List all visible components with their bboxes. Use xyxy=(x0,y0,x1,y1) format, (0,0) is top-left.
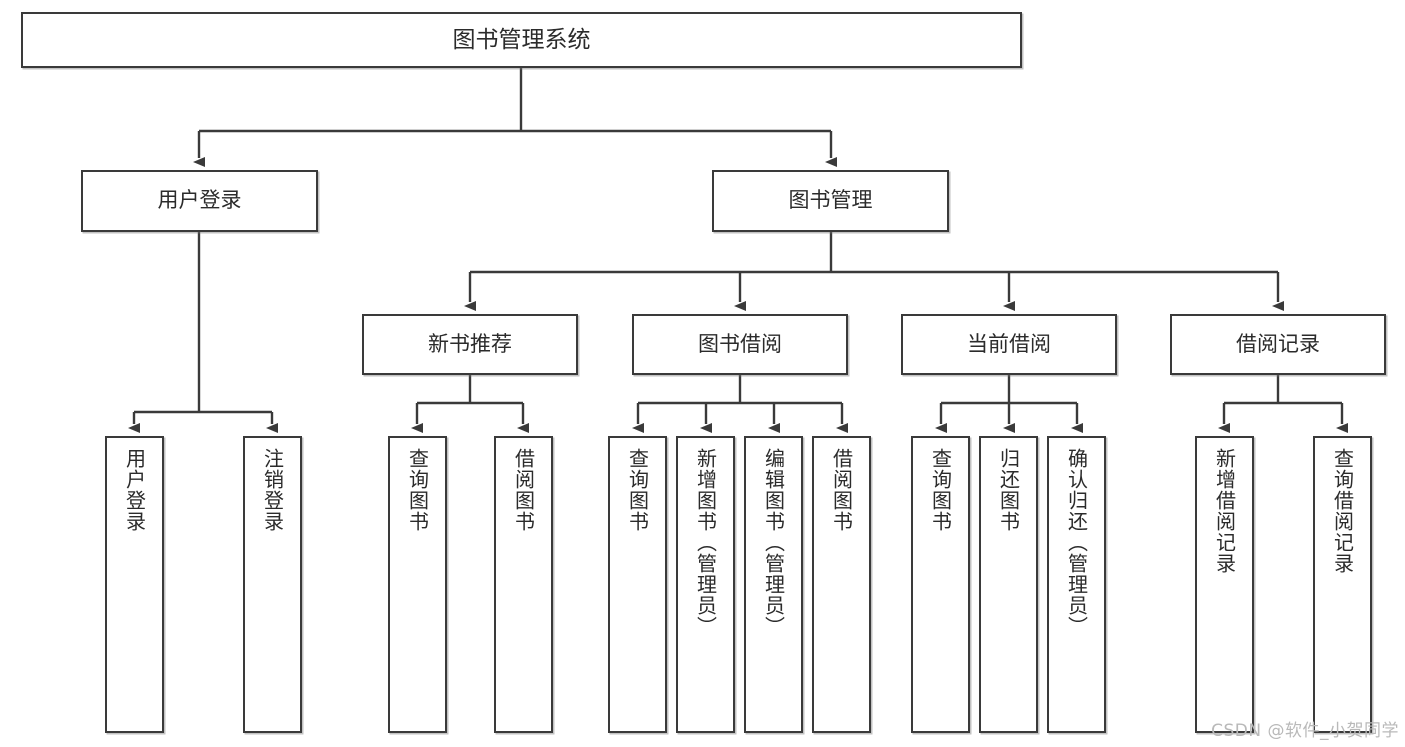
node-user-login[interactable]: 用户登录 xyxy=(81,170,318,232)
leaf-borrow-book-borrow[interactable]: 借阅图书 xyxy=(812,436,871,733)
node-label: 用户登录 xyxy=(122,448,147,532)
node-current-borrow[interactable]: 当前借阅 xyxy=(901,314,1117,375)
leaf-borrow-book-recommend[interactable]: 借阅图书 xyxy=(494,436,553,733)
node-label: 查询借阅记录 xyxy=(1330,448,1355,574)
node-label: 新书推荐 xyxy=(428,331,512,356)
leaf-query-borrow-record[interactable]: 查询借阅记录 xyxy=(1313,436,1372,733)
node-label: 编辑图书（管理员） xyxy=(761,448,786,637)
node-label: 归还图书 xyxy=(996,448,1021,532)
leaf-query-book-borrow[interactable]: 查询图书 xyxy=(608,436,667,733)
leaf-edit-book-admin[interactable]: 编辑图书（管理员） xyxy=(744,436,803,733)
node-label: 借阅图书 xyxy=(511,448,536,532)
node-label: 图书管理系统 xyxy=(452,26,591,53)
node-label: 图书借阅 xyxy=(698,331,782,356)
node-label: 借阅图书 xyxy=(829,448,854,532)
node-system-title[interactable]: 图书管理系统 xyxy=(21,12,1022,68)
node-label: 查询图书 xyxy=(625,448,650,532)
leaf-return-book[interactable]: 归还图书 xyxy=(979,436,1038,733)
node-label: 图书管理 xyxy=(788,188,873,213)
node-label: 查询图书 xyxy=(405,448,430,532)
node-new-book-recommend[interactable]: 新书推荐 xyxy=(362,314,578,375)
node-label: 确认归还（管理员） xyxy=(1064,448,1089,637)
node-book-management[interactable]: 图书管理 xyxy=(712,170,949,232)
csdn-watermark: CSDN @软件_小贺同学 xyxy=(1211,721,1399,741)
node-label: 新增借阅记录 xyxy=(1212,448,1237,574)
node-label: 新增图书（管理员） xyxy=(693,448,718,637)
leaf-confirm-return-admin[interactable]: 确认归还（管理员） xyxy=(1047,436,1106,733)
node-label: 用户登录 xyxy=(157,188,242,213)
leaf-query-book-current[interactable]: 查询图书 xyxy=(911,436,970,733)
leaf-user-login[interactable]: 用户登录 xyxy=(105,436,164,733)
node-label: 当前借阅 xyxy=(967,331,1051,356)
node-borrow-record[interactable]: 借阅记录 xyxy=(1170,314,1386,375)
leaf-add-book-admin[interactable]: 新增图书（管理员） xyxy=(676,436,735,733)
node-label: 注销登录 xyxy=(260,448,285,532)
node-label: 查询图书 xyxy=(928,448,953,532)
leaf-add-borrow-record[interactable]: 新增借阅记录 xyxy=(1195,436,1254,733)
node-book-borrow[interactable]: 图书借阅 xyxy=(632,314,848,375)
leaf-logout-login[interactable]: 注销登录 xyxy=(243,436,302,733)
node-label: 借阅记录 xyxy=(1236,331,1320,356)
leaf-query-book-recommend[interactable]: 查询图书 xyxy=(388,436,447,733)
